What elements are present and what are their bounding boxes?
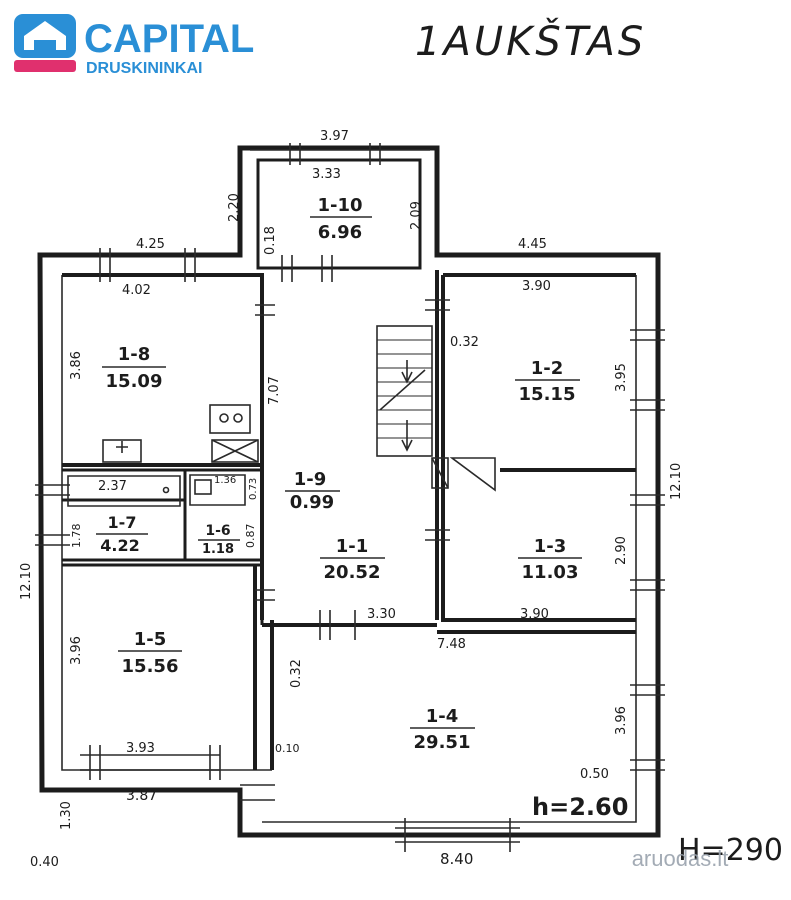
dim-0-10: 0.10 <box>275 742 300 755</box>
dim-12-10-left: 12.10 <box>19 563 34 600</box>
dim-3-96-left: 3.96 <box>69 636 84 665</box>
dim-3-90-top: 3.90 <box>522 279 551 294</box>
dim-8-40: 8.40 <box>440 850 473 868</box>
dim-2-20: 2.20 <box>227 193 242 222</box>
dim-4-45: 4.45 <box>518 237 547 252</box>
room-1-3-area: 11.03 <box>522 562 579 583</box>
dim-7-07: 7.07 <box>267 376 282 405</box>
dimension-labels: 3.97 3.33 2.20 2.09 0.18 4.25 4.45 4.02 … <box>19 129 684 870</box>
dim-3-90-bottom: 3.90 <box>520 607 549 622</box>
plan-title: 1AUKŠTAS <box>415 17 646 65</box>
logo-accent-bar <box>14 60 76 72</box>
room-1-1-id: 1-1 <box>336 536 369 557</box>
room-1-2-id: 1-2 <box>531 358 564 379</box>
room-1-2-area: 15.15 <box>519 384 576 405</box>
floor-height-note: H=290 <box>678 833 783 868</box>
dim-3-96-right: 3.96 <box>614 706 629 735</box>
logo-city: DRUSKININKAI <box>86 60 202 77</box>
dim-3-95: 3.95 <box>614 363 629 392</box>
dim-3-97: 3.97 <box>320 129 349 144</box>
fixtures <box>102 404 496 495</box>
room-1-8-id: 1-8 <box>118 344 151 365</box>
dim-3-87: 3.87 <box>126 788 157 804</box>
dim-0-32-stair: 0.32 <box>450 335 479 350</box>
dim-0-18: 0.18 <box>263 226 278 255</box>
room-1-5-area: 15.56 <box>122 656 179 677</box>
room-1-5-id: 1-5 <box>134 629 167 650</box>
dim-0-32-hall: 0.32 <box>289 659 304 688</box>
dim-7-48: 7.48 <box>437 637 466 652</box>
logo-house-shape <box>24 21 66 50</box>
room-1-6-id: 1-6 <box>205 523 230 539</box>
staircase <box>376 325 433 457</box>
dim-1-36: 1.36 <box>214 475 236 486</box>
dim-1-30: 1.30 <box>59 801 74 830</box>
dim-0-87: 0.87 <box>244 524 257 549</box>
interior-walls <box>62 158 636 770</box>
dim-1-78: 1.78 <box>70 524 83 549</box>
dim-2-37: 2.37 <box>98 479 127 494</box>
room-1-7-id: 1-7 <box>108 513 137 532</box>
dim-4-02: 4.02 <box>122 283 151 298</box>
room-1-10-id: 1-10 <box>317 195 362 216</box>
dim-0-50: 0.50 <box>580 767 609 782</box>
dim-3-93: 3.93 <box>126 741 155 756</box>
dim-2-09: 2.09 <box>409 201 424 230</box>
room-1-1-area: 20.52 <box>324 562 381 583</box>
room-1-4-id: 1-4 <box>426 706 459 727</box>
exterior-walls <box>37 145 661 838</box>
room-1-9-id: 1-9 <box>294 469 327 490</box>
room-1-6-area: 1.18 <box>202 542 234 557</box>
room-labels: 1-10 6.96 1-8 15.09 1-2 15.15 1-9 0.99 1… <box>96 195 582 753</box>
dim-2-90: 2.90 <box>614 536 629 565</box>
logo-brand: CAPITAL <box>84 17 254 61</box>
windows <box>35 143 665 852</box>
room-1-8-area: 15.09 <box>106 371 163 392</box>
room-1-7-area: 4.22 <box>100 536 139 555</box>
dim-12-10-right: 12.10 <box>669 463 684 500</box>
dim-0-40: 0.40 <box>30 855 59 870</box>
dim-3-33: 3.33 <box>312 167 341 182</box>
room-1-3-id: 1-3 <box>534 536 567 557</box>
room-height-note: h=2.60 <box>532 793 628 821</box>
dim-3-30: 3.30 <box>367 607 396 622</box>
room-1-9-area: 0.99 <box>290 492 334 513</box>
watermark: aruodas.lt <box>632 846 729 871</box>
room-1-10-area: 6.96 <box>318 222 362 243</box>
room-1-4-area: 29.51 <box>414 732 471 753</box>
dim-0-73: 0.73 <box>248 478 259 500</box>
dim-3-86: 3.86 <box>69 351 84 380</box>
dim-4-25: 4.25 <box>136 237 165 252</box>
capital-logo[interactable]: CAPITAL DRUSKININKAI <box>14 14 254 77</box>
